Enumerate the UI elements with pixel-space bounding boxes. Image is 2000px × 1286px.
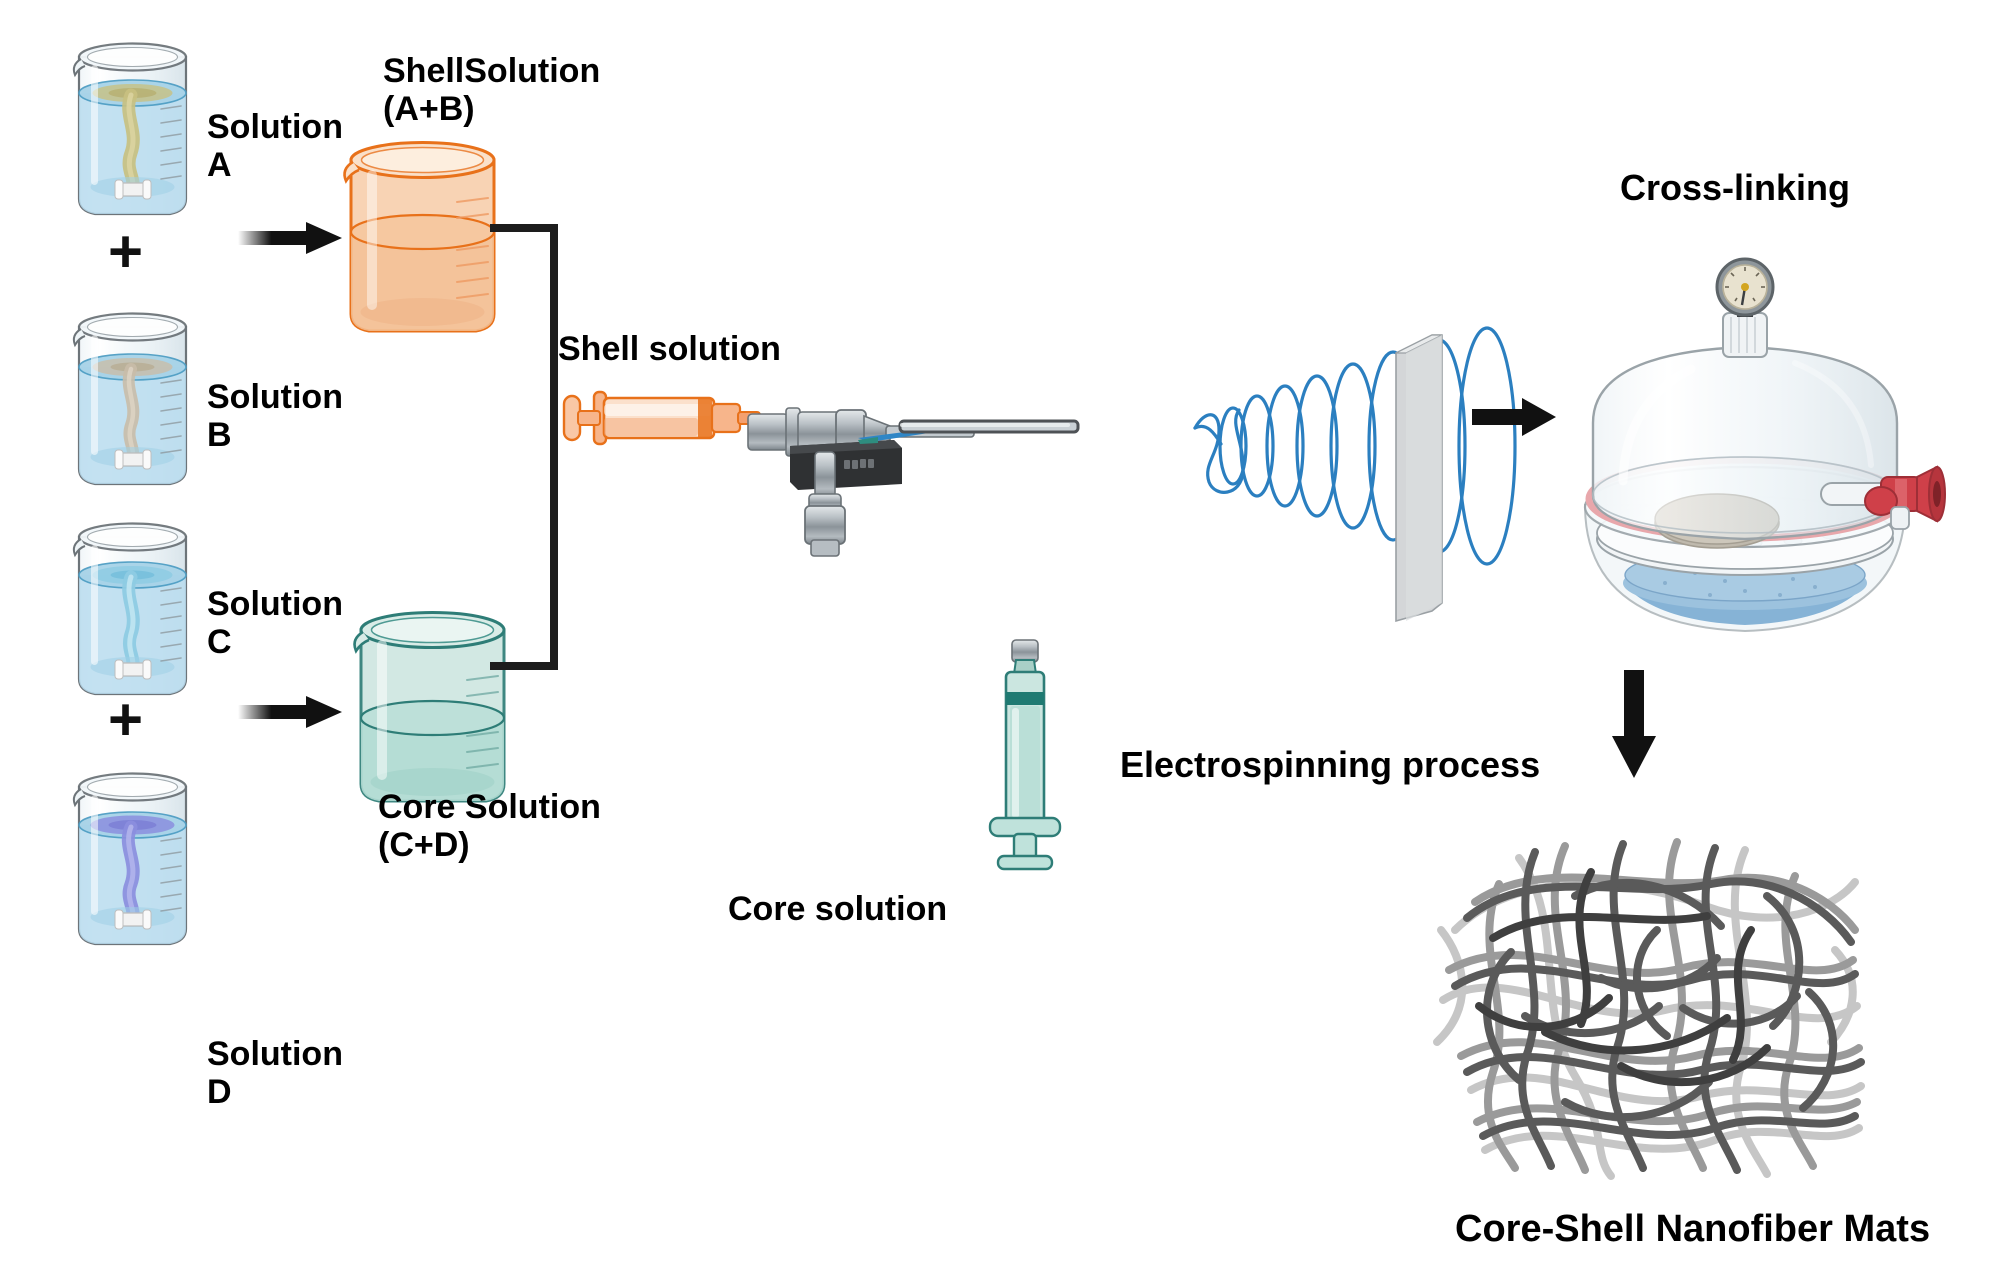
label-core-solution-syringe: Core solution bbox=[728, 890, 948, 928]
plus-sign-top: + bbox=[108, 218, 144, 285]
label-solution-a: Solution A bbox=[207, 108, 343, 185]
label-solution-b: Solution B bbox=[207, 378, 343, 455]
collector-plate bbox=[1390, 334, 1450, 625]
arrow-to-crosslinking bbox=[1472, 392, 1558, 442]
bracket-connector bbox=[490, 222, 570, 672]
arrow-to-nanofiber-mats bbox=[1610, 670, 1670, 782]
spinneret-vertical-fitting bbox=[795, 451, 855, 562]
label-shell-solution-syringe: Shell solution bbox=[558, 330, 781, 368]
label-cross-linking: Cross-linking bbox=[1620, 167, 1851, 208]
arrow-mix-core bbox=[238, 690, 346, 734]
label-solution-d: Solution D bbox=[207, 1035, 343, 1112]
electrospinning-jet bbox=[1193, 326, 1517, 650]
syringe-core-solution bbox=[980, 639, 1070, 871]
label-electrospinning-process: Electrospinning process bbox=[1120, 744, 1541, 785]
label-core-solution-beaker: Core Solution (C+D) bbox=[378, 788, 601, 865]
plus-sign-bottom: + bbox=[108, 686, 144, 753]
beaker-solution-c bbox=[65, 515, 200, 700]
arrow-mix-shell bbox=[238, 216, 346, 260]
beaker-shell-solution bbox=[335, 140, 510, 340]
vacuum-desiccator bbox=[1545, 257, 1946, 655]
label-nanofiber-mats: Core-Shell Nanofiber Mats bbox=[1455, 1208, 1931, 1250]
nanofiber-mat bbox=[1415, 810, 1875, 1180]
beaker-solution-a bbox=[65, 35, 200, 220]
label-shell-solution-beaker: ShellSolution (A+B) bbox=[383, 52, 601, 129]
syringe-shell-solution bbox=[558, 378, 773, 458]
beaker-solution-d bbox=[65, 765, 200, 950]
beaker-core-solution bbox=[345, 610, 520, 810]
beaker-solution-b bbox=[65, 305, 200, 490]
stopcock-valve-group bbox=[1820, 465, 1946, 530]
spinneret-needle bbox=[898, 415, 1085, 441]
label-solution-c: Solution C bbox=[207, 585, 343, 662]
